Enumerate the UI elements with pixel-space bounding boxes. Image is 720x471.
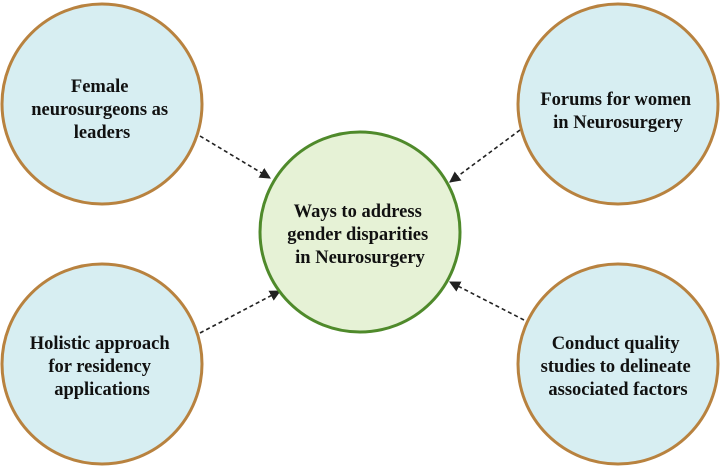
node-bottom-right: Conduct quality studies to delineate ass… bbox=[516, 262, 720, 466]
node-bottom-right-label: Conduct quality studies to delineate ass… bbox=[541, 334, 696, 400]
node-top-left: Female neurosurgeons as leaders bbox=[0, 2, 204, 206]
node-bottom-right-circle bbox=[516, 262, 720, 466]
node-top-right-label: Forums for women in Neurosurgery bbox=[540, 90, 695, 133]
node-top-left-circle bbox=[0, 2, 204, 206]
node-top-right-circle bbox=[516, 2, 720, 206]
node-bottom-left-circle bbox=[0, 262, 204, 466]
connector-bottom-left bbox=[199, 290, 281, 334]
connector-bottom-right bbox=[449, 281, 525, 321]
node-top-right: Forums for women in Neurosurgery bbox=[516, 2, 720, 206]
center-node-circle bbox=[258, 130, 462, 334]
node-bottom-left-label: Holistic approach for residency applicat… bbox=[30, 334, 175, 400]
connector-top-left bbox=[199, 135, 271, 179]
center-node-label: Ways to address gender disparities in Ne… bbox=[287, 202, 433, 268]
node-top-left-label: Female neurosurgeons as leaders bbox=[31, 77, 173, 143]
center-node: Ways to address gender disparities in Ne… bbox=[258, 130, 462, 334]
connector-top-right bbox=[449, 129, 521, 183]
node-bottom-left: Holistic approach for residency applicat… bbox=[0, 262, 204, 466]
